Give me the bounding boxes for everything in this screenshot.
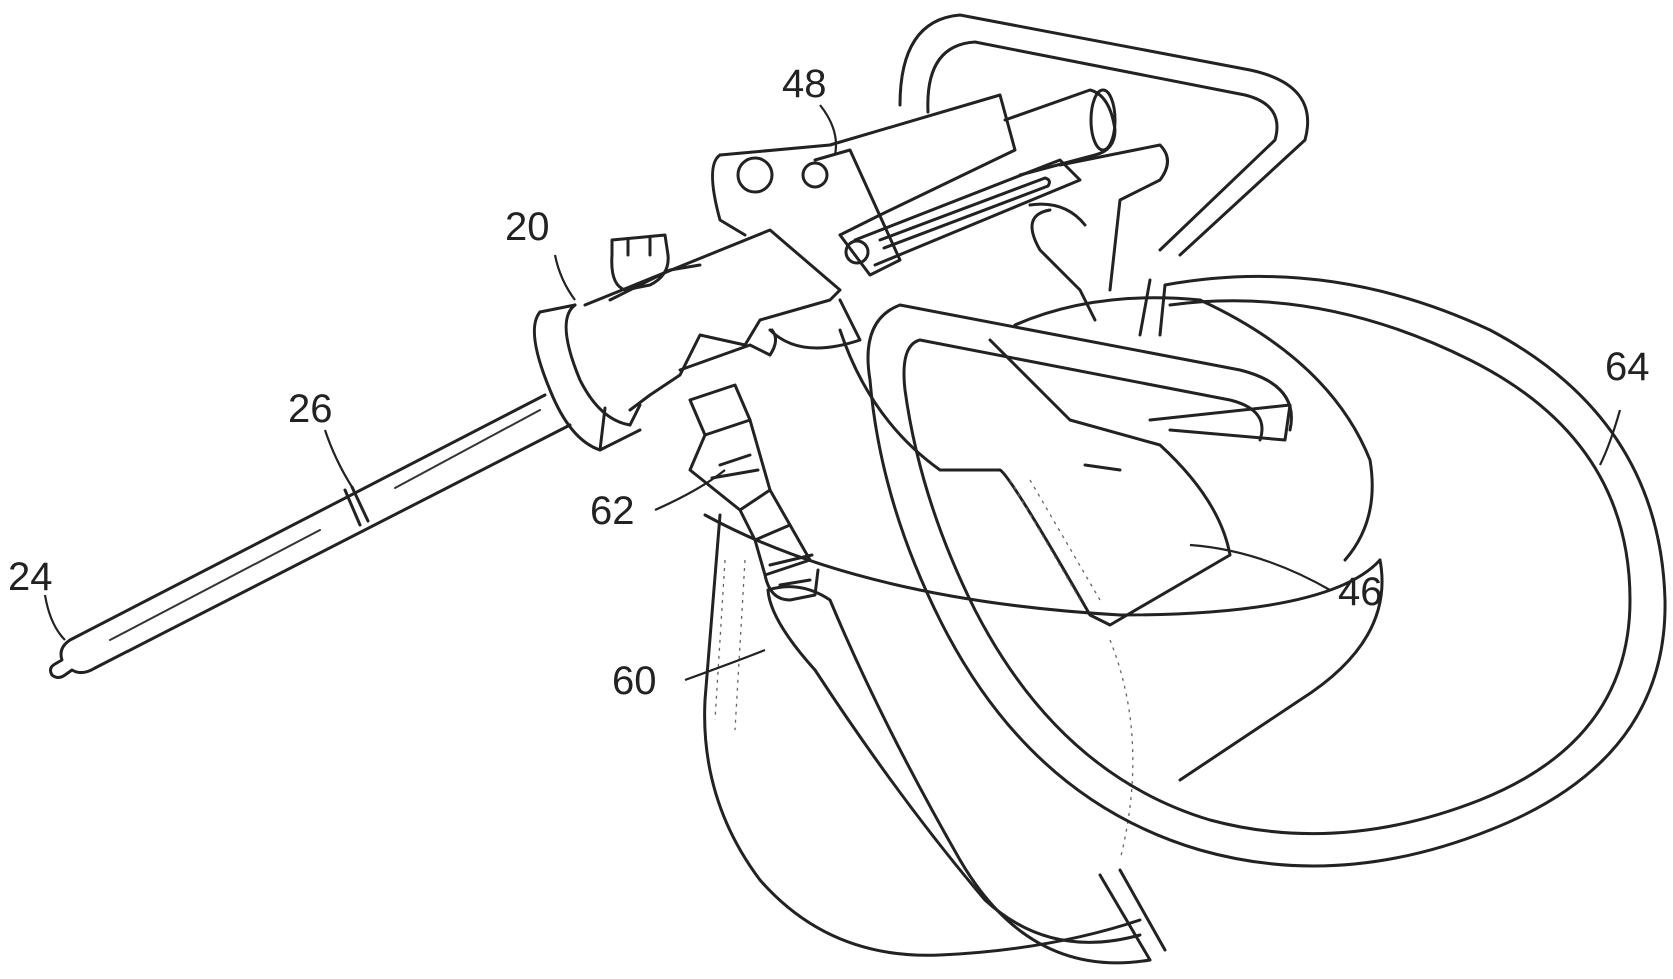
label-26: 26 xyxy=(288,387,333,431)
leader-48 xyxy=(819,104,838,156)
tank-body xyxy=(703,296,1384,957)
hose-fitting-62 xyxy=(688,383,820,602)
label-60: 60 xyxy=(612,659,657,703)
leader-62 xyxy=(654,469,726,512)
leader-60 xyxy=(684,648,766,682)
leader-20 xyxy=(553,254,576,301)
linkage-bracket xyxy=(711,88,1169,322)
label-62: 62 xyxy=(590,489,635,533)
reference-numerals: 24 26 20 48 62 60 46 64 xyxy=(8,62,1650,703)
gun-body xyxy=(532,228,862,452)
leader-64 xyxy=(1599,409,1622,466)
label-46: 46 xyxy=(1338,570,1383,614)
leader-24 xyxy=(43,594,66,641)
label-48: 48 xyxy=(782,62,827,106)
hose-60 xyxy=(766,585,1167,965)
label-64: 64 xyxy=(1605,345,1650,389)
nozzle-tip xyxy=(49,638,97,679)
reservoir-bag xyxy=(838,328,1292,627)
leader-lines xyxy=(43,104,1622,682)
label-24: 24 xyxy=(8,555,53,599)
leader-26 xyxy=(323,429,353,488)
tank-carry-handle xyxy=(898,13,1310,257)
barrel-tube xyxy=(68,393,572,670)
hose-64 xyxy=(866,274,1667,868)
label-20: 20 xyxy=(505,205,550,249)
leader-46 xyxy=(1189,543,1331,591)
